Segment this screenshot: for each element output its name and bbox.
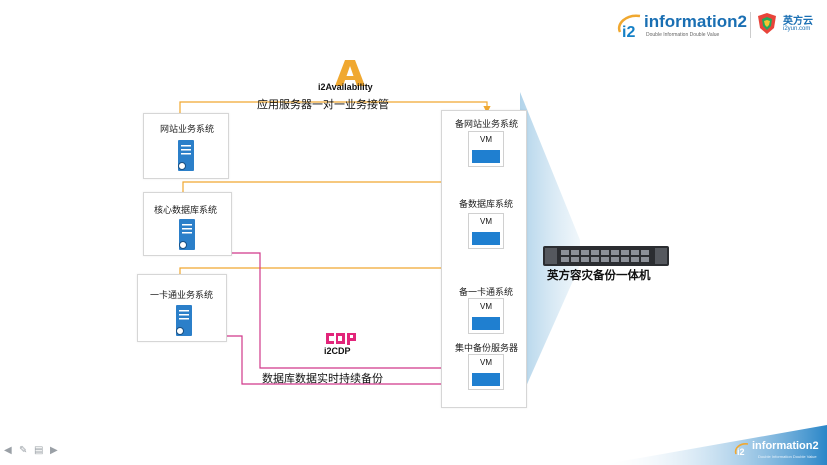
- vm-card: VM: [468, 298, 504, 334]
- brand-main: information2: [644, 12, 747, 31]
- i2-logo-icon: i2: [617, 14, 641, 40]
- cdp-product: i2CDP: [324, 346, 351, 356]
- vm-screen: [472, 373, 500, 386]
- partner-shield-icon: [758, 13, 776, 34]
- availability-caption: 应用服务器一对一业务接管: [257, 99, 389, 111]
- next-arrow-icon[interactable]: ▶: [50, 445, 58, 456]
- appliance-label: 英方容灾备份一体机: [547, 270, 651, 282]
- vm-web: VM: [468, 131, 504, 167]
- svg-text:i2: i2: [737, 447, 745, 457]
- vm-label: VM: [480, 358, 492, 367]
- vm-label: VM: [480, 217, 492, 226]
- footer-brand-sub: Double Information Double Value: [758, 454, 817, 459]
- server-icon: [176, 305, 192, 336]
- cdp-caption: 数据库数据实时持续备份: [262, 373, 383, 385]
- left-system-label: 核心数据库系统: [154, 205, 218, 215]
- left-system-label: 网站业务系统: [160, 124, 215, 134]
- footer-band: [600, 425, 827, 465]
- left-system-web: 网站业务系统: [143, 113, 229, 179]
- pen-icon[interactable]: ✎: [19, 445, 28, 456]
- right-system-label-db: 备数据库系统: [459, 199, 514, 209]
- availability-a-icon: [335, 60, 365, 86]
- vm-label: VM: [480, 302, 492, 311]
- slide-nav: ◀ ✎ ▤ ▶: [4, 445, 74, 459]
- server-icon: [179, 219, 195, 250]
- footer-i2-logo-icon: i2: [734, 443, 749, 457]
- partner-logo: 英方云 i2yun.com: [756, 10, 826, 40]
- logo-divider: [750, 12, 751, 38]
- partner-name: 英方云: [783, 16, 813, 27]
- menu-icon[interactable]: ▤: [34, 445, 44, 456]
- right-system-label-backup: 集中备份服务器: [455, 343, 519, 353]
- server-icon: [178, 140, 194, 171]
- left-system-label: 一卡通业务系统: [150, 290, 214, 300]
- vm-screen: [472, 317, 500, 330]
- left-system-db: 核心数据库系统: [143, 192, 232, 256]
- vm-backup: VM: [468, 354, 504, 390]
- left-system-card: 一卡通业务系统: [137, 274, 227, 342]
- cdp-mark-icon: [326, 333, 356, 345]
- appliance-server-icon: [543, 246, 669, 266]
- brand-sub: Double Information Double Value: [646, 32, 720, 38]
- vm-screen: [472, 150, 500, 163]
- partner-domain: i2yun.com: [783, 26, 811, 32]
- right-system-label-card: 备一卡通系统: [459, 287, 514, 297]
- cdp-logo: [324, 332, 364, 352]
- svg-text:i2: i2: [622, 24, 635, 40]
- availability-logo: [327, 58, 373, 92]
- footer-brand: information2: [752, 440, 819, 452]
- right-system-label-web: 备网站业务系统: [455, 119, 519, 129]
- availability-product: i2Availability: [318, 82, 373, 92]
- prev-arrow-icon[interactable]: ◀: [4, 445, 12, 456]
- vm-screen: [472, 232, 500, 245]
- vm-label: VM: [480, 135, 492, 144]
- vm-db: VM: [468, 213, 504, 249]
- brand-logo: i2 information2 Double Information Doubl…: [614, 10, 747, 40]
